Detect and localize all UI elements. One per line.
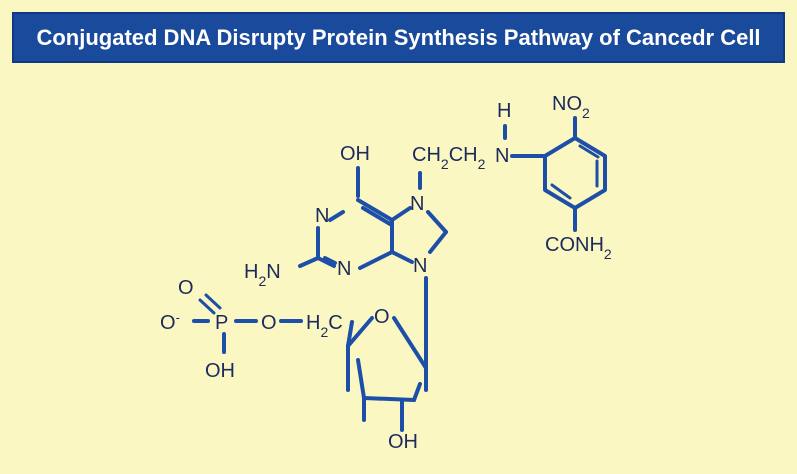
label-n1: N: [315, 205, 329, 227]
diagram-title: Conjugated DNA Disrupty Protein Synthesi…: [36, 24, 761, 50]
label-ch2ch2: CH2CH2: [412, 144, 486, 172]
purine-ring-bonds: [298, 166, 448, 270]
label-o-double: O: [178, 277, 194, 299]
label-h-amine: H: [497, 100, 511, 122]
label-oh-sugar: OH: [388, 431, 418, 453]
label-o-ring: O: [374, 306, 390, 328]
label-h2n: H2N: [244, 261, 281, 289]
label-oh-top: OH: [340, 143, 370, 165]
label-conh2: CONH2: [545, 234, 612, 262]
label-no2: NO2: [552, 93, 590, 121]
benzene-ring-bonds: [543, 116, 607, 232]
label-o-bridge: O: [261, 312, 277, 334]
ribose-ring-bonds: [346, 316, 428, 432]
label-n7: N: [410, 193, 424, 215]
phosphate-bonds: [192, 293, 303, 354]
label-n9: N: [413, 255, 427, 277]
label-n3: N: [337, 258, 351, 280]
label-p: P: [215, 312, 228, 334]
label-n-amine: N: [495, 145, 509, 167]
label-oh-phosphate: OH: [205, 360, 235, 382]
label-h2c: H2C: [306, 312, 343, 340]
side-chain-bonds: [503, 124, 547, 158]
title-bar: Conjugated DNA Disrupty Protein Synthesi…: [12, 12, 785, 63]
label-o-minus: O-: [160, 310, 180, 335]
